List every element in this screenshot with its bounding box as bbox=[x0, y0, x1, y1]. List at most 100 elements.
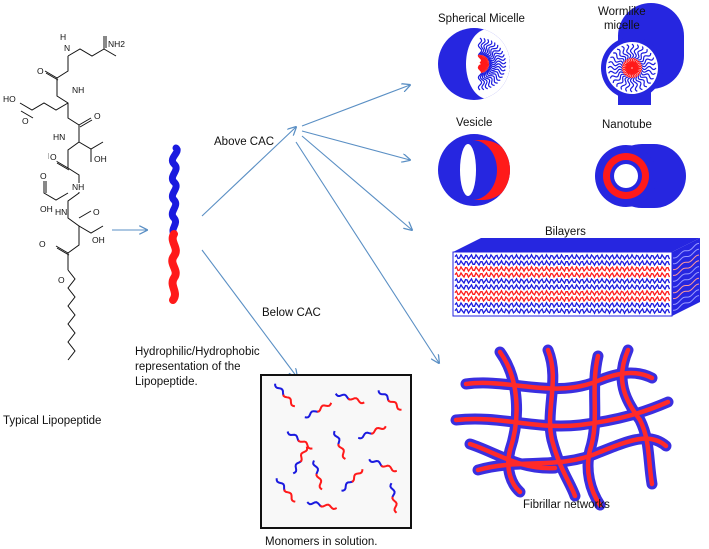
atom-hn2: HN bbox=[55, 207, 67, 217]
atom-n1: H bbox=[60, 32, 66, 42]
arrows bbox=[112, 85, 439, 377]
wormlike-micelle bbox=[601, 3, 684, 105]
atom-o8: O bbox=[58, 275, 65, 285]
monomer-tail bbox=[297, 439, 313, 450]
monomer-head bbox=[333, 430, 341, 446]
atom-oh1: OH bbox=[94, 154, 107, 164]
monomer-tail bbox=[283, 489, 296, 503]
amphiphile-head bbox=[482, 40, 493, 56]
monomer-tail bbox=[347, 397, 365, 405]
bilayer-row bbox=[454, 295, 671, 303]
amphiphile-head bbox=[608, 61, 623, 67]
amphiphile-head bbox=[641, 69, 656, 75]
amphiphile-head bbox=[640, 57, 655, 65]
bilayers bbox=[452, 238, 700, 317]
amphiphile-head bbox=[616, 75, 626, 87]
atom-label-bg bbox=[107, 40, 126, 49]
atom-o4: O bbox=[50, 152, 57, 162]
amphiphile-tail bbox=[621, 65, 632, 69]
atom-o1: O bbox=[37, 66, 44, 76]
atom-labels: HNONH2NHHOOOHNHOHONHOOHHNOOHOO bbox=[2, 32, 126, 285]
amphiphile-head bbox=[483, 42, 496, 57]
atom-o5: O bbox=[40, 171, 47, 181]
bilayer-side-row bbox=[673, 271, 700, 288]
bilayer-side-row bbox=[673, 277, 700, 294]
amphiphile-head bbox=[635, 46, 644, 60]
atom-label-bg bbox=[39, 205, 53, 214]
monomer-tail bbox=[391, 496, 398, 514]
amphiphile-head bbox=[629, 77, 635, 93]
monomer-head bbox=[357, 431, 373, 440]
atom-o6: O bbox=[93, 207, 100, 217]
lipopeptide-label: Typical Lipopeptide bbox=[3, 415, 102, 427]
bilayer-side-row bbox=[673, 242, 700, 259]
atom-o3: O bbox=[94, 111, 101, 121]
representation-label: Hydrophilic/Hydrophobic representation o… bbox=[135, 346, 260, 388]
wormlike-micelle-label: Wormlike micelle bbox=[598, 6, 646, 32]
amphiphile-head bbox=[608, 68, 623, 74]
amphiphile-head bbox=[484, 44, 499, 57]
hydrophobic-tail bbox=[168, 230, 180, 304]
amphiphile-tail bbox=[629, 68, 633, 79]
amphiphile-head bbox=[483, 71, 492, 88]
bilayer-side-row bbox=[673, 283, 700, 300]
atom-label-bg bbox=[93, 155, 107, 164]
amphiphile-head bbox=[626, 44, 632, 59]
monomer-tail bbox=[337, 443, 346, 460]
monomers-box bbox=[260, 374, 412, 529]
above-cac-label: Above CAC bbox=[214, 136, 275, 148]
fibrillar-networks-label: Fibrillar networks bbox=[523, 499, 610, 511]
monomer-head bbox=[304, 410, 319, 419]
amphiphile-tail bbox=[624, 67, 632, 76]
amphiphile-tail bbox=[624, 60, 633, 68]
bilayer-row bbox=[454, 283, 671, 291]
atom-label-bg bbox=[52, 133, 66, 142]
atom-label-bg bbox=[71, 183, 85, 192]
atom-label-bg bbox=[38, 240, 46, 249]
amphiphile-head bbox=[629, 43, 635, 59]
amphiphile-head bbox=[488, 65, 505, 75]
amphiphile-head bbox=[479, 37, 486, 56]
amphiphile-tail bbox=[632, 58, 637, 68]
amphiphile-head bbox=[488, 62, 507, 68]
bilayer-row bbox=[454, 259, 671, 267]
bilayer-row bbox=[454, 271, 671, 279]
amphiphile-head bbox=[620, 76, 629, 90]
vesicle bbox=[438, 134, 510, 206]
atom-oh2: OH bbox=[40, 204, 53, 214]
monomer-tail bbox=[315, 473, 323, 491]
atom-label-bg bbox=[54, 208, 68, 217]
amphiphile-head bbox=[487, 54, 505, 62]
amphiphile-head bbox=[486, 69, 498, 84]
bilayer-side-row bbox=[673, 295, 700, 311]
atom-label-bg bbox=[92, 208, 100, 217]
bilayer-row bbox=[454, 277, 671, 285]
amphiphile-head bbox=[637, 75, 648, 88]
amphiphile-head bbox=[621, 45, 629, 60]
amphiphile-head bbox=[477, 72, 483, 91]
bilayer-side-row bbox=[673, 260, 700, 276]
monomer-tail bbox=[371, 425, 387, 435]
atom-o7: O bbox=[39, 239, 46, 249]
hydrophilic-head bbox=[168, 144, 181, 238]
amphiphile-tail bbox=[632, 60, 640, 69]
amphiphile-head bbox=[485, 70, 495, 87]
amphiphile-head bbox=[632, 77, 638, 92]
bilayer-side-row bbox=[673, 266, 700, 282]
amphiphile-tail bbox=[627, 68, 632, 78]
monomer-head bbox=[334, 393, 351, 401]
amphiphile-head bbox=[477, 37, 483, 56]
monomer-head bbox=[275, 478, 286, 492]
atom-label-bg bbox=[36, 67, 44, 76]
amphiphile-tail bbox=[621, 66, 632, 72]
atom-label-bg bbox=[63, 44, 71, 53]
atom-nh3: NH bbox=[72, 182, 84, 192]
amphiphile-head bbox=[625, 77, 631, 92]
bilayer-row bbox=[454, 301, 671, 309]
amphiphile-head bbox=[481, 72, 488, 90]
amphiphile-head bbox=[488, 64, 506, 72]
below-cac-label: Below CAC bbox=[262, 307, 321, 319]
monomer-head bbox=[377, 390, 390, 402]
amphiphile-tail bbox=[632, 67, 643, 71]
